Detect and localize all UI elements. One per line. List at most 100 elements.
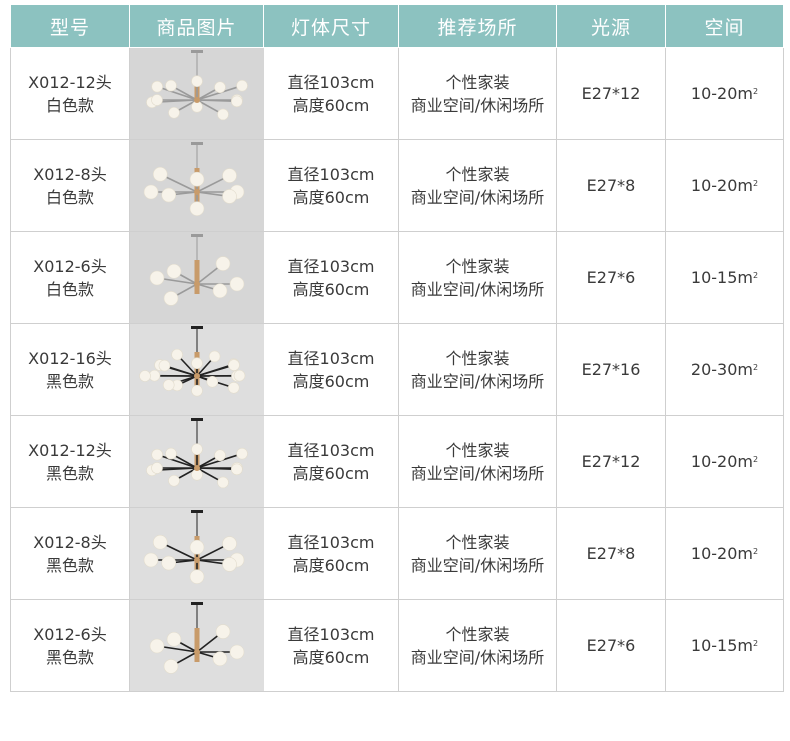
space-cell: 10-15m2 [665, 599, 784, 692]
model-color: 黑色款 [45, 463, 94, 483]
place-home: 个性家装 [445, 164, 510, 184]
size-diameter: 直径103cm [287, 164, 375, 184]
model-cell: X012-8头白色款 [10, 139, 130, 232]
size-height: 高度60cm [292, 279, 370, 299]
size-diameter: 直径103cm [287, 532, 375, 552]
light-source-cell: E27*8 [556, 507, 666, 600]
size-height: 高度60cm [292, 647, 370, 667]
model-cell: X012-8头黑色款 [10, 507, 130, 600]
chandelier-image [130, 600, 264, 691]
place-cell: 个性家装商业空间/休闲场所 [398, 507, 557, 600]
spec-table: 型号 商品图片 灯体尺寸 推荐场所 光源 空间 X012-12头白色款直径103… [10, 4, 784, 692]
size-diameter: 直径103cm [287, 624, 375, 644]
space-value: 20-30m [690, 360, 753, 379]
place-home: 个性家装 [445, 532, 510, 552]
space-unit-sup: 2 [752, 547, 759, 556]
size-height: 高度60cm [292, 555, 370, 575]
size-cell: 直径103cm 高度60cm [263, 415, 399, 508]
space-unit-sup: 2 [752, 271, 759, 280]
size-height: 高度60cm [292, 371, 370, 391]
place-home: 个性家装 [445, 256, 510, 276]
header-row: 型号 商品图片 灯体尺寸 推荐场所 光源 空间 [10, 4, 784, 48]
model-color: 黑色款 [45, 647, 94, 667]
space-unit-sup: 2 [752, 363, 759, 372]
place-cell: 个性家装商业空间/休闲场所 [398, 139, 557, 232]
place-commercial: 商业空间/休闲场所 [410, 463, 545, 483]
space-value: 10-20m [690, 176, 753, 195]
space-cell: 10-15m2 [665, 231, 784, 324]
size-diameter: 直径103cm [287, 256, 375, 276]
chandelier-image [130, 324, 264, 415]
light-source-cell: E27*8 [556, 139, 666, 232]
model-name: X012-6头 [33, 624, 107, 644]
model-cell: X012-6头黑色款 [10, 599, 130, 692]
place-home: 个性家装 [445, 348, 510, 368]
product-image-cell [129, 47, 264, 140]
chandelier-image [130, 232, 264, 323]
size-cell: 直径103cm 高度60cm [263, 599, 399, 692]
size-height: 高度60cm [292, 95, 370, 115]
size-height: 高度60cm [292, 463, 370, 483]
place-home: 个性家装 [445, 72, 510, 92]
chandelier-image [130, 48, 264, 139]
model-name: X012-8头 [33, 164, 107, 184]
chandelier-image [130, 416, 264, 507]
header-space: 空间 [665, 4, 784, 48]
spec-table-container: 型号 商品图片 灯体尺寸 推荐场所 光源 空间 X012-12头白色款直径103… [10, 4, 784, 692]
space-cell: 10-20m2 [665, 415, 784, 508]
space-unit-sup: 2 [752, 639, 759, 648]
space-cell: 10-20m2 [665, 507, 784, 600]
place-commercial: 商业空间/休闲场所 [410, 279, 545, 299]
header-place: 推荐场所 [398, 4, 557, 48]
model-cell: X012-12头黑色款 [10, 415, 130, 508]
size-diameter: 直径103cm [287, 72, 375, 92]
space-value: 10-20m [690, 84, 753, 103]
model-name: X012-12头 [28, 440, 112, 460]
place-home: 个性家装 [445, 440, 510, 460]
place-commercial: 商业空间/休闲场所 [410, 555, 545, 575]
space-value: 10-20m [690, 544, 753, 563]
place-cell: 个性家装商业空间/休闲场所 [398, 599, 557, 692]
model-name: X012-12头 [28, 72, 112, 92]
space-unit-sup: 2 [752, 179, 759, 188]
place-commercial: 商业空间/休闲场所 [410, 187, 545, 207]
size-cell: 直径103cm 高度60cm [263, 139, 399, 232]
chandelier-image [130, 508, 264, 599]
product-image-cell [129, 599, 264, 692]
product-image-cell [129, 507, 264, 600]
model-color: 白色款 [45, 95, 94, 115]
light-source-cell: E27*16 [556, 323, 666, 416]
header-source: 光源 [556, 4, 666, 48]
place-cell: 个性家装商业空间/休闲场所 [398, 231, 557, 324]
size-height: 高度60cm [292, 187, 370, 207]
model-color: 白色款 [45, 187, 94, 207]
size-diameter: 直径103cm [287, 440, 375, 460]
place-commercial: 商业空间/休闲场所 [410, 95, 545, 115]
model-cell: X012-12头白色款 [10, 47, 130, 140]
light-source-cell: E27*6 [556, 231, 666, 324]
model-name: X012-8头 [33, 532, 107, 552]
model-name: X012-6头 [33, 256, 107, 276]
light-source-cell: E27*12 [556, 47, 666, 140]
size-cell: 直径103cm 高度60cm [263, 231, 399, 324]
place-home: 个性家装 [445, 624, 510, 644]
header-image: 商品图片 [129, 4, 264, 48]
model-name: X012-16头 [28, 348, 112, 368]
place-cell: 个性家装商业空间/休闲场所 [398, 323, 557, 416]
product-image-cell [129, 415, 264, 508]
size-cell: 直径103cm 高度60cm [263, 507, 399, 600]
model-color: 黑色款 [45, 555, 94, 575]
model-cell: X012-6头白色款 [10, 231, 130, 324]
place-cell: 个性家装商业空间/休闲场所 [398, 47, 557, 140]
space-value: 10-15m [690, 636, 753, 655]
product-image-cell [129, 231, 264, 324]
product-image-cell [129, 323, 264, 416]
